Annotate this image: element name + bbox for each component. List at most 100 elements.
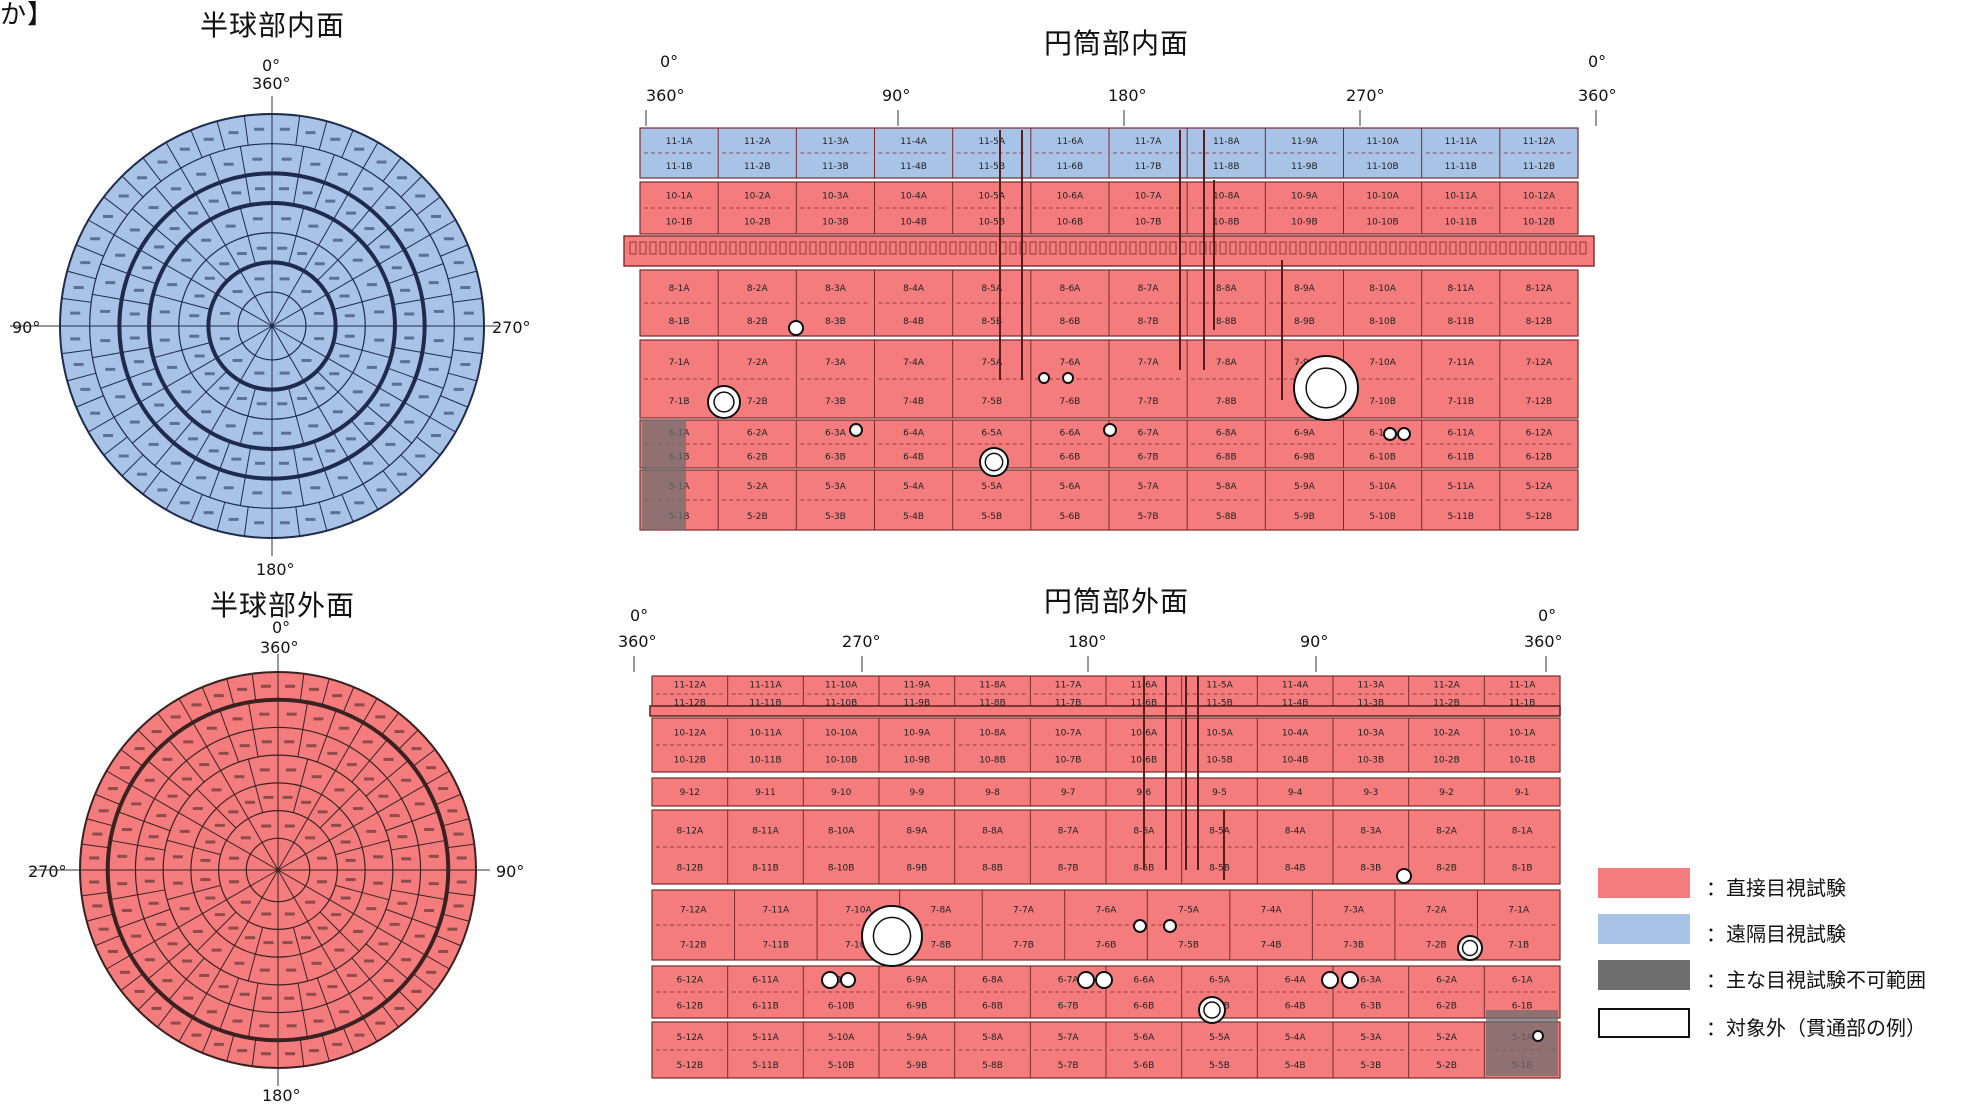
cell-label-mark [397,901,408,905]
cell-label: 5-2B [1436,1061,1457,1071]
disc-spoke [250,853,279,871]
cell-label: 11-2A [744,137,771,147]
band-notch [709,241,717,255]
cell-label: 8-12B [1526,317,1553,327]
disc-spoke [190,494,203,523]
cell-label-mark [192,929,203,933]
disc-spoke [300,758,309,786]
cell-label-mark [306,992,317,996]
cell-label-mark [206,726,217,730]
disc-spoke [313,182,325,211]
band-notch [649,241,657,255]
cell-label-mark [219,311,230,315]
disc-spoke [326,709,337,737]
cell-label-mark [285,1052,296,1056]
cell-label-mark [252,491,263,495]
cell-label-mark [463,311,474,315]
cell-label-mark [281,491,292,495]
cell-label-mark [337,476,348,480]
disc-spoke [180,457,197,485]
cell-label-mark [308,1049,319,1053]
corner-mark: か】 [0,0,55,30]
disc-spoke [323,154,335,183]
cell-label-mark [234,961,245,965]
disc-spoke [352,264,379,280]
disc-spoke [178,812,203,827]
penetration-inner-ring [984,452,1004,472]
disc-spoke [302,702,309,730]
penetration-inner-ring [713,391,735,413]
cell-label: 11-3A [1358,681,1385,691]
disc-spoke [299,673,305,702]
cell-label-mark [447,927,458,931]
cell-label: 11-9B [904,699,931,709]
cell-label: 11-4A [900,137,927,147]
cell-label: 11-2B [1433,699,1460,709]
cell-label-mark [433,309,444,313]
cell-label: 10-1A [1509,728,1536,738]
cell-label-mark [366,829,377,833]
band-notch [1059,241,1067,255]
cell-label-mark [428,854,439,858]
disc-spoke [219,709,230,737]
cell-label-mark [308,224,319,228]
penetration [1396,868,1412,884]
cell-label-mark [438,949,449,953]
cell-label: 5-9A [906,1033,928,1043]
disc-spoke [429,219,456,236]
cell-label: 7-3A [825,358,847,368]
disc-spoke [143,820,171,832]
cell-label-mark [200,878,211,882]
cell-label: 11-12A [674,681,707,691]
cell-label-mark [156,922,167,926]
cyl-inner-deg-90: 90° [882,86,911,105]
band-notch [1549,241,1557,255]
band-notch [799,241,807,255]
disc-spoke [318,501,328,531]
disc-spoke [185,760,205,783]
disc-spoke [362,1017,378,1042]
band-notch [1079,241,1087,255]
cell-label-mark [363,461,374,465]
cell-label: 11-1A [666,137,693,147]
cell-label: 6-3B [825,452,846,462]
cell-label: 8-3A [1360,827,1382,837]
cell-label-mark [162,979,173,983]
disc-spoke [92,293,122,300]
disc-spoke [137,729,158,750]
cell-label-mark [378,942,389,946]
cell-label-mark [103,434,114,438]
cell-label-mark [302,191,313,195]
disc-spoke [271,308,302,327]
cell-label: 8-1A [1512,827,1534,837]
cell-label-mark [456,880,467,884]
disc-spoke [326,357,354,374]
cell-label: 11-10B [1366,162,1398,172]
disc-spoke [382,470,402,495]
cell-label: 5-5A [1209,1033,1231,1043]
hemi-outer-deg-left: 270° [28,862,67,881]
disc-spoke [422,352,452,359]
disc-spoke [168,777,191,797]
cell-label-mark [305,836,316,840]
cell-label: 11-10B [825,699,857,709]
disc-spoke [202,826,227,841]
cell-label: 11-7B [1055,699,1082,709]
cell-label: 6-5A [981,428,1003,438]
penetration [707,385,741,419]
cyl-inner-title: 円筒部内面 [1044,27,1190,60]
disc-spoke [100,263,129,275]
disc-spoke [251,1038,257,1067]
cell-label-mark [426,970,437,974]
disc-spoke [293,897,309,922]
cell-label-mark [89,856,100,860]
penetration-inner-ring [872,916,912,956]
band-notch [749,241,757,255]
cell-label-mark [443,411,454,415]
band-notch [1149,241,1157,255]
disc-spoke [416,196,441,216]
cell-label: 10-4B [1282,755,1309,765]
disc-spoke [321,678,330,706]
cell-label: 7-12A [1526,358,1553,368]
cell-label-mark [313,1019,324,1023]
